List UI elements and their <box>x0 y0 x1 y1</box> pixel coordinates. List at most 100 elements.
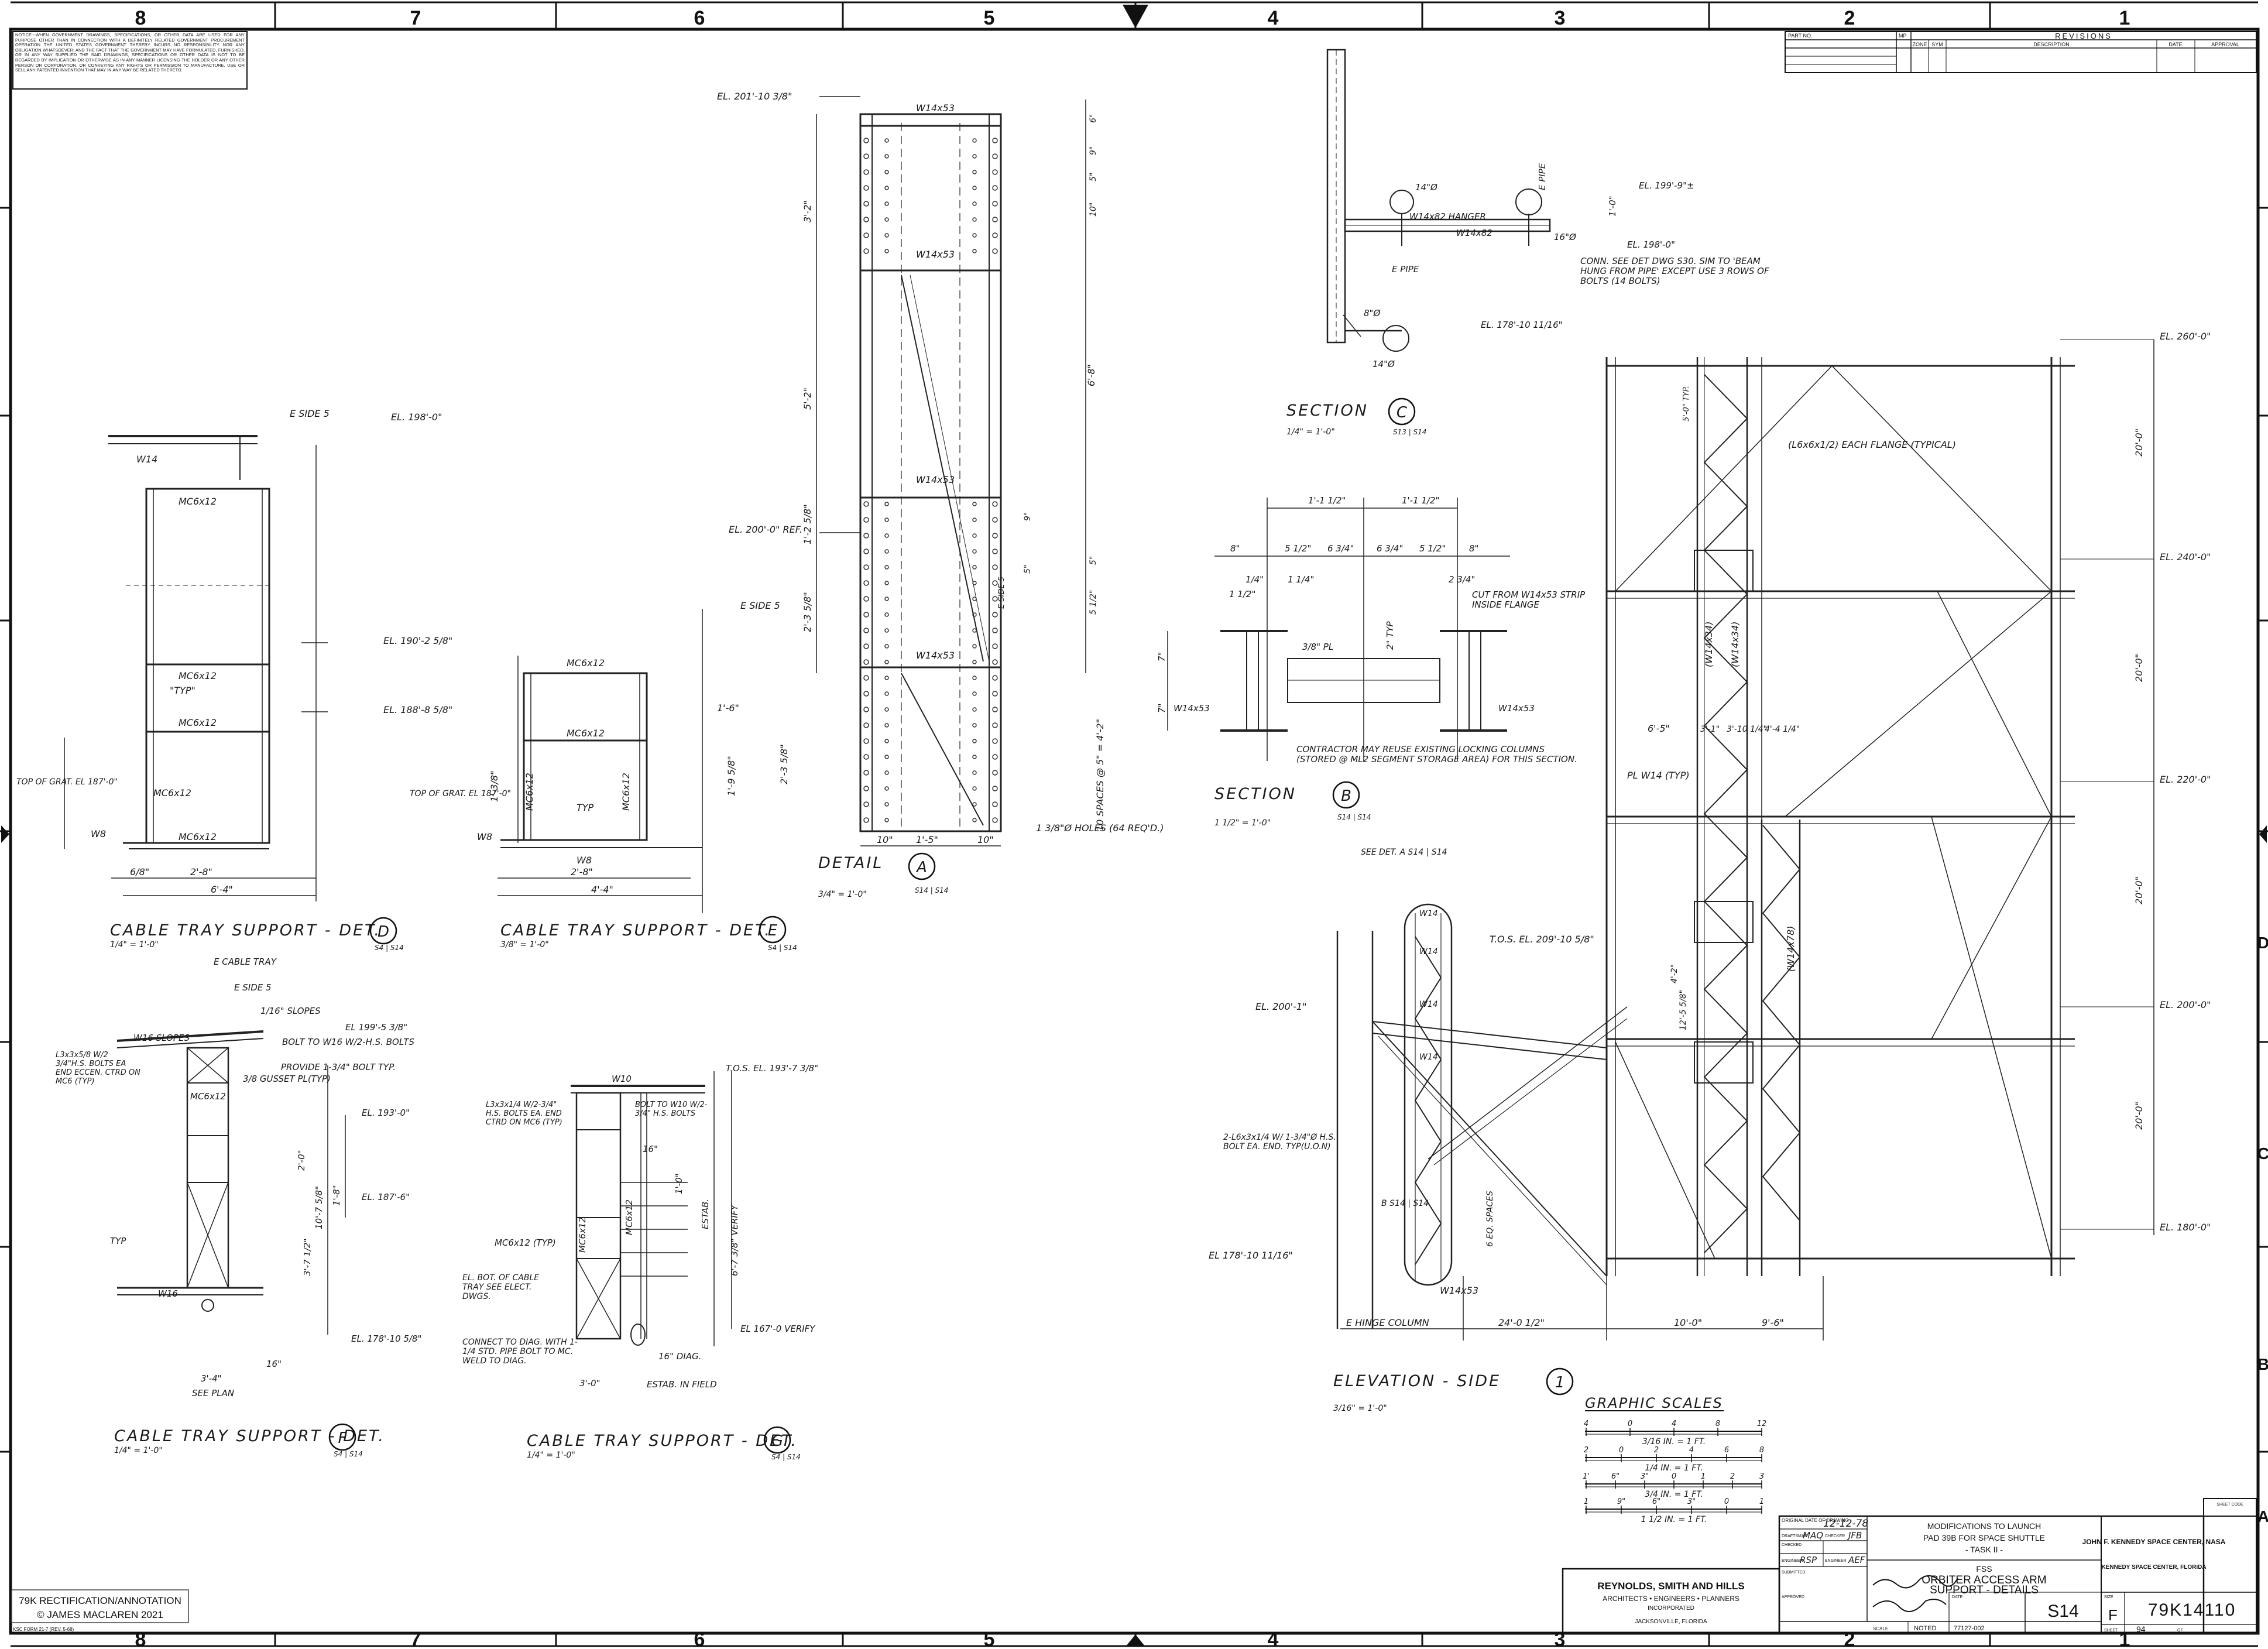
svg-text:ESTAB. IN FIELD: ESTAB. IN FIELD <box>647 1379 717 1390</box>
svg-text:W14x53: W14x53 <box>1174 703 1210 714</box>
svg-text:SYM: SYM <box>1931 42 1943 47</box>
svg-text:1'-1 1/2": 1'-1 1/2" <box>1402 495 1439 506</box>
svg-text:20'-0": 20'-0" <box>2133 654 2145 682</box>
title-block <box>1562 1498 2257 1634</box>
svg-text:3/8 GUSSET PL(TYP): 3/8 GUSSET PL(TYP) <box>243 1074 331 1084</box>
svg-text:SHEET CODE: SHEET CODE <box>2216 1503 2243 1507</box>
svg-text:S14 | S14: S14 | S14 <box>1337 813 1371 821</box>
svg-text:TOP OF GRAT. EL 187'-0": TOP OF GRAT. EL 187'-0" <box>410 789 511 798</box>
svg-text:E SIDE 5: E SIDE 5 <box>740 600 780 611</box>
svg-text:W14: W14 <box>1419 1053 1438 1062</box>
svg-text:CABLE TRAY SUPPORT - DET.: CABLE TRAY SUPPORT - DET. <box>500 921 771 940</box>
svg-text:EL 167'-0 VERIFY: EL 167'-0 VERIFY <box>740 1324 816 1334</box>
svg-text:A: A <box>915 859 927 876</box>
svg-text:9": 9" <box>1023 512 1032 521</box>
scale-tick-label: 4 <box>1689 1446 1694 1455</box>
scale-label: 1/4 IN. = 1 FT. <box>1645 1463 1703 1473</box>
svg-text:BOLT TO W16 W/2-H.S. BOLTS: BOLT TO W16 W/2-H.S. BOLTS <box>282 1037 414 1047</box>
svg-text:CABLE TRAY SUPPORT - DET.: CABLE TRAY SUPPORT - DET. <box>527 1432 798 1450</box>
svg-text:MC6x12: MC6x12 <box>179 831 217 842</box>
detail-f-labels: E CABLE TRAY E SIDE 5 1/16" SLOPES W16 S… <box>56 957 421 1398</box>
svg-text:5'-0" TYP.: 5'-0" TYP. <box>1682 386 1691 421</box>
svg-text:5'-2": 5'-2" <box>802 388 813 410</box>
svg-text:16": 16" <box>643 1144 658 1154</box>
svg-text:3'-2": 3'-2" <box>802 200 813 222</box>
scale-tick-label: 6" <box>1652 1497 1660 1506</box>
scale-tick-label: 6 <box>1724 1446 1729 1455</box>
scale-tick-label: 0 <box>1619 1446 1624 1455</box>
svg-text:2'-3 5/8": 2'-3 5/8" <box>778 744 790 784</box>
svg-text:6: 6 <box>694 7 705 29</box>
svg-text:DATE: DATE <box>2169 42 2182 47</box>
svg-text:W10: W10 <box>612 1074 632 1084</box>
svg-text:- TASK II -: - TASK II - <box>1965 1545 2003 1554</box>
svg-text:T.O.S. EL. 193'-7 3/8": T.O.S. EL. 193'-7 3/8" <box>726 1063 818 1074</box>
svg-text:10": 10" <box>1089 203 1098 217</box>
svg-text:JACKSONVILLE, FLORIDA: JACKSONVILLE, FLORIDA <box>1635 1619 1707 1625</box>
svg-text:W14: W14 <box>1419 947 1438 957</box>
firm-name: REYNOLDS, SMITH AND HILLS <box>1597 1581 1745 1592</box>
scale-label: 3/4 IN. = 1 FT. <box>1645 1490 1703 1499</box>
svg-text:3'-0": 3'-0" <box>579 1378 601 1389</box>
svg-text:EL. 193'-0": EL. 193'-0" <box>362 1108 410 1118</box>
notice-box: NOTICE:--WHEN GOVERNMENT DRAWINGS, SPECI… <box>12 31 248 90</box>
svg-text:77127-002: 77127-002 <box>1954 1625 1985 1632</box>
elevation-labels: EL. 260'-0" EL. 240'-0" EL. 220'-0" EL. … <box>1209 331 2211 1328</box>
svg-text:(W14x78): (W14x78) <box>1785 926 1796 972</box>
svg-text:1/16" SLOPES: 1/16" SLOPES <box>260 1006 321 1016</box>
svg-text:E PIPE: E PIPE <box>1537 163 1548 190</box>
scale-tick-label: 1 <box>1701 1472 1706 1481</box>
svg-text:4'-2": 4'-2" <box>1670 964 1679 983</box>
svg-text:B: B <box>2257 1355 2268 1373</box>
svg-text:1/4" = 1'-0": 1/4" = 1'-0" <box>114 1446 163 1455</box>
svg-text:3/16" = 1'-0": 3/16" = 1'-0" <box>1333 1404 1387 1413</box>
svg-text:TOP OF GRAT. EL 187'-0": TOP OF GRAT. EL 187'-0" <box>16 777 118 787</box>
svg-text:2'-3 5/8": 2'-3 5/8" <box>802 592 813 632</box>
svg-text:E CABLE TRAY: E CABLE TRAY <box>214 957 277 967</box>
svg-text:JFB: JFB <box>1847 1530 1862 1541</box>
row-zone-labels: D C B A <box>2257 934 2268 1525</box>
svg-text:1 3/8"Ø HOLES (64 REQ'D.): 1 3/8"Ø HOLES (64 REQ'D.) <box>1036 822 1164 834</box>
svg-text:W16: W16 <box>158 1288 178 1299</box>
svg-text:6 3/4": 6 3/4" <box>1327 543 1354 554</box>
svg-text:W14x53: W14x53 <box>1440 1285 1478 1296</box>
svg-text:5 1/2": 5 1/2" <box>1089 590 1098 615</box>
detail-e-title: CABLE TRAY SUPPORT - DET. E 3/8" = 1'-0"… <box>500 916 797 952</box>
drawing-title: ORBITER ACCESS ARM <box>1922 1574 2046 1586</box>
svg-text:7": 7" <box>1157 704 1167 713</box>
svg-text:2" TYP: 2" TYP <box>1385 620 1395 650</box>
svg-text:W14x53: W14x53 <box>916 102 955 114</box>
svg-text:2 3/4": 2 3/4" <box>1449 574 1475 585</box>
drawing-number: 79K14110 <box>2148 1600 2236 1620</box>
annotation-line1: 79K RECTIFICATION/ANNOTATION <box>19 1595 181 1606</box>
svg-text:3'-10 1/4": 3'-10 1/4" <box>1727 725 1767 734</box>
svg-text:14"Ø: 14"Ø <box>1373 359 1395 369</box>
svg-text:ELEVATION - SIDE: ELEVATION - SIDE <box>1333 1372 1501 1390</box>
annotation-stamp: 79K RECTIFICATION/ANNOTATION © JAMES MAC… <box>11 1589 189 1623</box>
svg-text:MC6x12: MC6x12 <box>620 773 632 811</box>
svg-text:1'-0": 1'-0" <box>1607 196 1618 217</box>
svg-text:5: 5 <box>984 1629 995 1649</box>
svg-text:F: F <box>338 1429 348 1447</box>
svg-text:CHECKED: CHECKED <box>1782 1543 1802 1547</box>
svg-text:SEE DET. A S14 | S14: SEE DET. A S14 | S14 <box>1361 848 1447 857</box>
svg-text:D: D <box>2257 934 2268 952</box>
svg-text:1'-3/8": 1'-3/8" <box>489 771 500 802</box>
svg-text:APPROVED: APPROVED <box>1782 1595 1804 1599</box>
scale-tick-label: 1' <box>1583 1472 1590 1481</box>
svg-text:4'-4 1/4": 4'-4 1/4" <box>1765 725 1800 734</box>
detail-d-labels: W14 MC6x12 MC6x12 MC6x12 MC6x12 MC6x12 W… <box>16 408 452 895</box>
svg-text:W8: W8 <box>577 855 592 866</box>
section-c-labels: 14"Ø W14x82 HANGER W14x82 E PIPE E PIPE … <box>1364 163 1769 369</box>
svg-text:CHECKER: CHECKER <box>1825 1534 1845 1538</box>
svg-text:B S14 | S14: B S14 | S14 <box>1381 1199 1429 1208</box>
svg-text:W8: W8 <box>91 828 106 839</box>
svg-text:S4 | S14: S4 | S14 <box>768 944 797 952</box>
svg-text:3: 3 <box>1555 1629 1566 1649</box>
svg-text:6": 6" <box>1089 114 1098 123</box>
svg-text:3/8" = 1'-0": 3/8" = 1'-0" <box>500 940 549 949</box>
svg-text:ORIGINAL DATE OF DRAWING: ORIGINAL DATE OF DRAWING <box>1782 1518 1849 1523</box>
svg-text:3'-4": 3'-4" <box>201 1373 222 1384</box>
